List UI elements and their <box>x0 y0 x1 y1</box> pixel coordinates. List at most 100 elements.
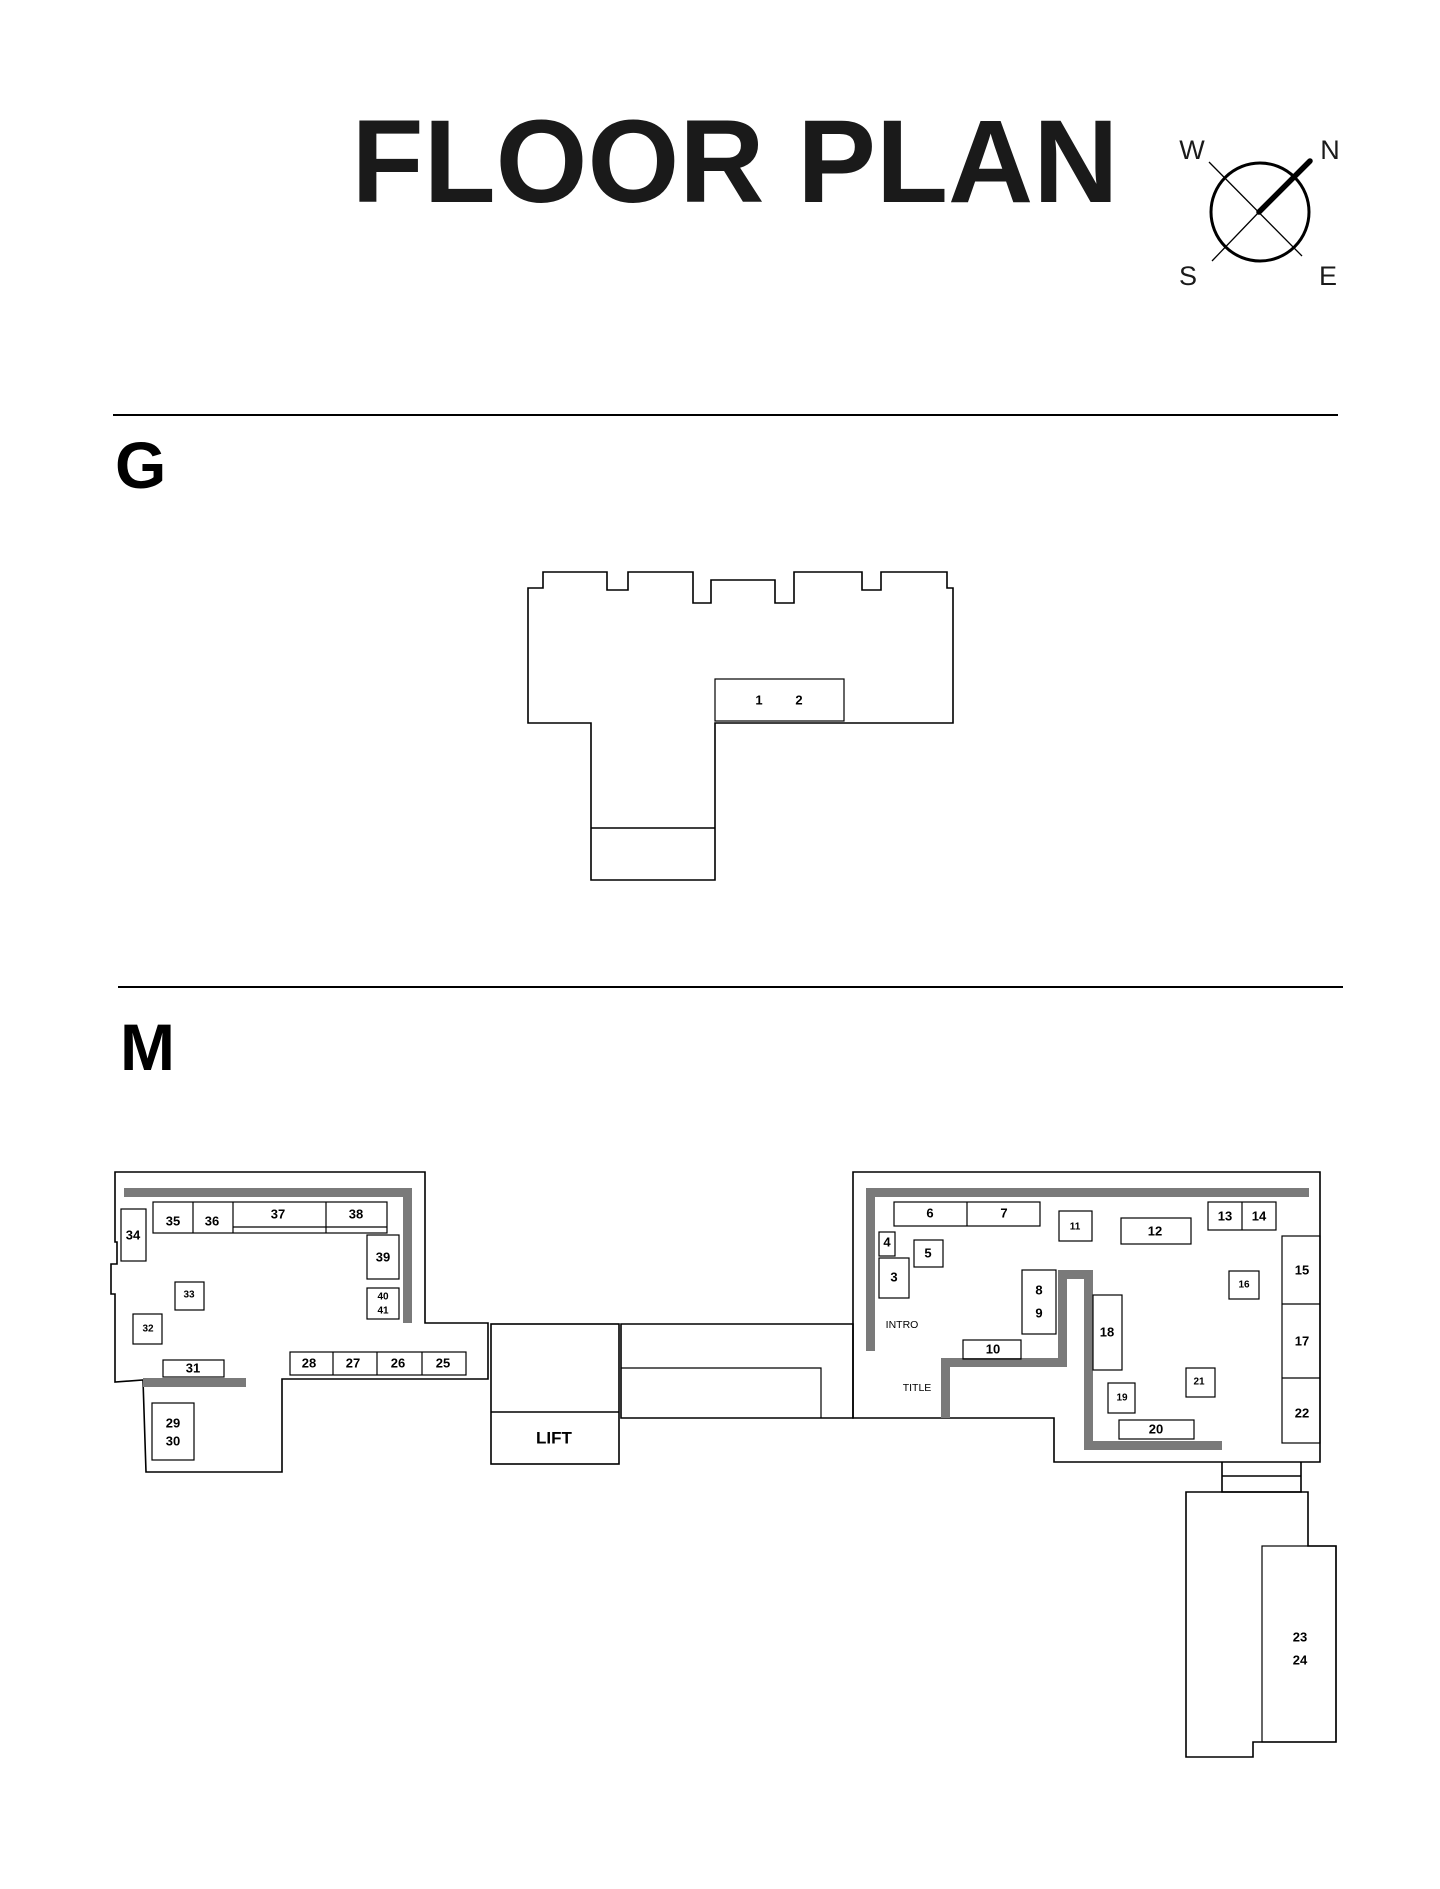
exhibit-14: 14 <box>1252 1209 1267 1224</box>
exhibit-case-8-9 <box>1021 1269 1057 1335</box>
exhibit-35: 35 <box>166 1214 180 1229</box>
exhibit-9: 9 <box>1035 1306 1042 1321</box>
exhibit-boxes <box>120 1201 1321 1461</box>
exhibit-30: 30 <box>166 1434 180 1449</box>
exhibit-case-21 <box>1185 1367 1216 1398</box>
corridor-inner <box>621 1367 822 1418</box>
partition-panels <box>124 1188 1309 1450</box>
compass-north-needle <box>1256 158 1313 215</box>
exhibit-32: 32 <box>142 1324 154 1335</box>
exhibit-case-12 <box>1120 1217 1192 1245</box>
exhibit-case-35-38 <box>152 1201 388 1234</box>
exhibit-case-33 <box>174 1281 205 1311</box>
exhibit-6: 6 <box>926 1206 933 1221</box>
panel-left-top <box>124 1188 412 1197</box>
exhibit-31: 31 <box>186 1361 200 1376</box>
exhibit-26: 26 <box>391 1356 405 1371</box>
exhibit-4: 4 <box>883 1235 891 1250</box>
exhibit-3: 3 <box>890 1270 897 1285</box>
exhibit-case-5 <box>913 1239 944 1268</box>
intro-label: INTRO <box>886 1319 919 1331</box>
exhibit-28: 28 <box>302 1356 316 1371</box>
panel-left-bottom <box>143 1378 246 1387</box>
panel-center-right <box>1084 1270 1093 1450</box>
exhibit-11: 11 <box>1070 1222 1081 1233</box>
exhibit-case-32 <box>132 1313 163 1345</box>
exhibit-case-29-30 <box>151 1402 195 1461</box>
floor-label-g: G <box>115 428 166 502</box>
panel-right-top <box>866 1188 1309 1197</box>
exhibit-39: 39 <box>376 1250 390 1265</box>
exhibit-12: 12 <box>1148 1224 1162 1239</box>
exhibit-37: 37 <box>271 1207 285 1222</box>
exhibit-16: 16 <box>1238 1280 1250 1291</box>
lift-label: LIFT <box>536 1429 572 1448</box>
exhibit-41: 41 <box>377 1306 389 1317</box>
exhibit-27: 27 <box>346 1356 360 1371</box>
floor-g-outline <box>527 571 954 881</box>
lower-annex-outline <box>1185 1491 1337 1758</box>
exhibit-22: 22 <box>1295 1406 1309 1421</box>
compass-s: S <box>1179 261 1197 291</box>
exhibit-case-15-22 <box>1281 1235 1321 1444</box>
exhibit-case-25-28 <box>289 1351 467 1376</box>
panel-center-top <box>1058 1270 1093 1279</box>
exhibit-15: 15 <box>1295 1263 1309 1278</box>
panel-center-vertical <box>1058 1270 1067 1367</box>
title-label: TITLE <box>903 1382 932 1394</box>
exhibit-36: 36 <box>205 1214 219 1229</box>
floor-plan-m: LIFT 3 4 5 <box>110 1171 1337 1758</box>
exhibit-case-20 <box>1118 1419 1195 1440</box>
exhibit-case-40-41 <box>366 1287 400 1320</box>
exhibit-case-16 <box>1228 1270 1260 1300</box>
compass-ring <box>1209 161 1311 263</box>
page-title: FLOOR PLAN <box>352 96 1119 228</box>
exhibit-case-11 <box>1058 1210 1093 1242</box>
panel-title-horizontal <box>941 1358 1066 1367</box>
corridor-outline <box>620 1323 854 1419</box>
exhibit-case-3 <box>878 1257 910 1299</box>
exhibit-13: 13 <box>1218 1209 1232 1224</box>
exhibit-8: 8 <box>1035 1283 1042 1298</box>
panel-intro <box>866 1188 875 1351</box>
panel-left-right <box>403 1188 412 1323</box>
panel-title-vertical <box>941 1358 950 1418</box>
exhibit-38: 38 <box>349 1207 363 1222</box>
right-wing-outline <box>852 1171 1321 1463</box>
exhibit-40: 40 <box>377 1292 389 1303</box>
exhibit-case-39 <box>366 1234 400 1280</box>
exhibit-labels: 3 4 5 6 7 8 9 10 11 12 13 14 15 16 17 18… <box>126 1206 1309 1668</box>
exhibit-10: 10 <box>986 1342 1000 1357</box>
exhibit-case-23-24 <box>1261 1545 1337 1743</box>
exhibit-7: 7 <box>1000 1206 1007 1221</box>
exhibit-case-18 <box>1092 1294 1123 1371</box>
exhibit-17: 17 <box>1295 1334 1309 1349</box>
exhibit-case-19 <box>1107 1382 1136 1414</box>
exhibit-21: 21 <box>1193 1377 1205 1388</box>
exhibit-20: 20 <box>1149 1422 1163 1437</box>
exhibit-case-34 <box>120 1208 147 1262</box>
compass-axis-s <box>1211 211 1260 262</box>
exhibit-case-10 <box>962 1339 1022 1360</box>
compass: W N S E <box>1179 135 1340 291</box>
compass-axis-ws-ne <box>1208 161 1303 257</box>
exhibit-19: 19 <box>1116 1393 1128 1404</box>
exhibit-24: 24 <box>1293 1653 1308 1668</box>
stair-connector <box>1221 1462 1302 1493</box>
floor-plan-g: 1 2 <box>527 571 954 881</box>
compass-n: N <box>1320 135 1340 165</box>
panel-center-bottom <box>1084 1441 1222 1450</box>
floor-label-m: M <box>120 1010 175 1084</box>
exhibit-1: 1 <box>755 693 762 708</box>
exhibit-34: 34 <box>126 1228 141 1243</box>
exhibit-case-31 <box>162 1359 225 1378</box>
exhibit-2: 2 <box>795 693 802 708</box>
lift-shaft <box>490 1323 620 1465</box>
exhibit-case-1-2 <box>714 678 845 722</box>
compass-e: E <box>1319 261 1337 291</box>
exhibit-25: 25 <box>436 1356 450 1371</box>
exhibit-18: 18 <box>1100 1325 1114 1340</box>
exhibit-33: 33 <box>183 1290 195 1301</box>
exhibit-5: 5 <box>924 1246 931 1261</box>
